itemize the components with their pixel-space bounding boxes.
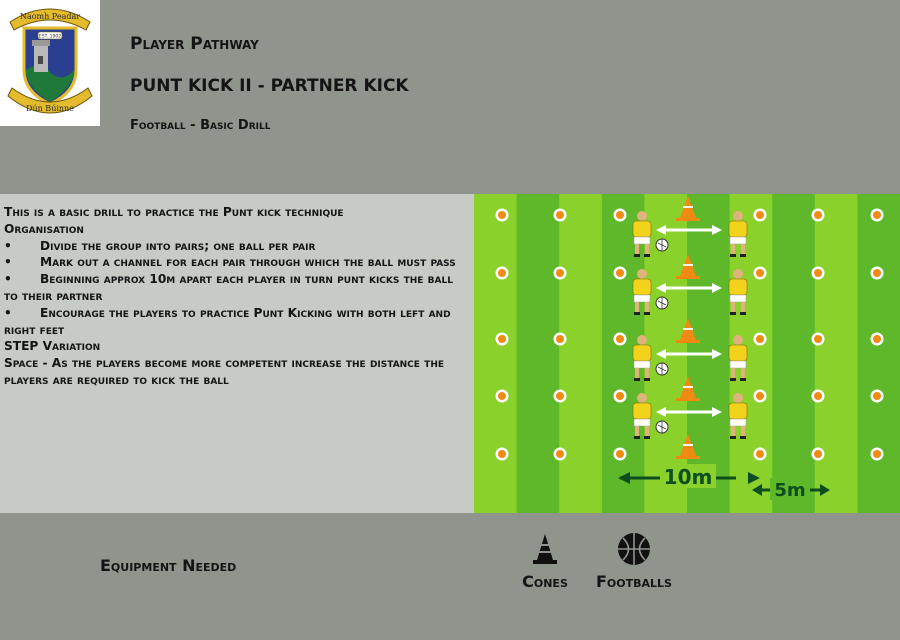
- bullet-item: •Encourage the players to practice Punt …: [4, 305, 451, 337]
- header: Player Pathway PUNT KICK II - PARTNER KI…: [130, 34, 409, 133]
- football-marker: [655, 238, 669, 252]
- football-icon: [618, 533, 650, 565]
- intro-text: This is a basic drill to practice the Pu…: [4, 205, 344, 219]
- step-heading: STEP Variation: [4, 339, 101, 354]
- player-figure: [728, 269, 748, 315]
- channel-cone: [676, 254, 700, 279]
- cone-marker-dot: [613, 389, 627, 403]
- cone-icon: [533, 534, 557, 564]
- player-pair: [632, 269, 748, 315]
- kick-arrow: [656, 283, 722, 293]
- cone-marker-dot: [870, 389, 884, 403]
- cones-label: Cones: [522, 572, 568, 591]
- cone-marker-dot: [811, 447, 825, 461]
- cone-marker-dot: [553, 266, 567, 280]
- organisation-heading: Organisation: [4, 221, 84, 236]
- player-figure: [728, 211, 748, 257]
- cone-marker-dot: [811, 389, 825, 403]
- club-crest-logo: Naomh Peadar EST. 1902 Dún Búinne: [0, 0, 100, 126]
- step-text: Space - As the players become more compe…: [4, 356, 445, 387]
- cone-marker-dot: [553, 332, 567, 346]
- cone-marker-dot: [553, 447, 567, 461]
- cone-marker-dot: [811, 332, 825, 346]
- player-figure: [728, 393, 748, 439]
- player-figure: [728, 335, 748, 381]
- equipment-label: Equipment Needed: [100, 556, 237, 575]
- page-title: PUNT KICK II - PARTNER KICK: [130, 76, 409, 96]
- football-marker: [655, 362, 669, 376]
- crest-est-text: EST. 1902: [39, 34, 61, 40]
- channel-cone: [676, 196, 700, 221]
- cone-marker-dot: [495, 389, 509, 403]
- equipment-footballs: Footballs: [584, 532, 684, 591]
- cone-marker-dot: [613, 332, 627, 346]
- cone-markers: [495, 196, 884, 461]
- cone-marker-dot: [753, 389, 767, 403]
- cone-marker-dot: [553, 208, 567, 222]
- distance-label-10m: 10m: [664, 465, 713, 489]
- cone-marker-dot: [870, 208, 884, 222]
- drill-pitch-diagram: 10m 5m: [474, 194, 900, 513]
- cone-marker-dot: [870, 332, 884, 346]
- crest-bottom-text: Dún Búinne: [26, 104, 74, 113]
- cone-marker-dot: [553, 389, 567, 403]
- football-marker: [655, 296, 669, 310]
- cone-marker-dot: [613, 447, 627, 461]
- player-pairs: [632, 211, 748, 439]
- channel-cone: [676, 318, 700, 343]
- cone-marker-dot: [811, 266, 825, 280]
- crest-top-text: Naomh Peadar: [20, 12, 80, 21]
- page-subtitle: Player Pathway: [130, 34, 259, 54]
- cone-marker-dot: [495, 208, 509, 222]
- equipment-cones: Cones: [510, 532, 580, 591]
- bullet-item: •Mark out a channel for each pair throug…: [4, 255, 456, 270]
- football-marker: [655, 420, 669, 434]
- player-figure: [632, 335, 652, 381]
- bullet-item: •Beginning approx 10m apart each player …: [4, 272, 453, 303]
- footballs-label: Footballs: [596, 572, 672, 591]
- grass-stripes: [474, 194, 900, 513]
- player-pair: [632, 335, 748, 381]
- player-figure: [632, 211, 652, 257]
- distance-marker-10m: 10m: [618, 464, 760, 489]
- cone-marker-dot: [753, 208, 767, 222]
- cone-marker-dot: [613, 266, 627, 280]
- channel-cone: [676, 434, 700, 459]
- cone-marker-dot: [495, 266, 509, 280]
- cone-marker-dot: [495, 447, 509, 461]
- kick-arrow: [656, 407, 722, 417]
- player-pair: [632, 393, 748, 439]
- kick-arrow: [656, 349, 722, 359]
- cone-marker-dot: [870, 447, 884, 461]
- distance-marker-5m: 5m: [752, 478, 830, 501]
- cone-marker-dot: [753, 332, 767, 346]
- player-pair: [632, 211, 748, 257]
- page-category: Football - Basic Drill: [130, 118, 271, 133]
- cone-marker-dot: [811, 208, 825, 222]
- cone-marker-dot: [613, 208, 627, 222]
- bullet-item: •Divide the group into pairs; one ball p…: [4, 238, 316, 253]
- player-figure: [632, 269, 652, 315]
- distance-label-5m: 5m: [774, 480, 805, 501]
- cone-marker-dot: [870, 266, 884, 280]
- kick-arrow: [656, 225, 722, 235]
- channel-cone: [676, 376, 700, 401]
- cone-marker-dot: [495, 332, 509, 346]
- cone-marker-dot: [753, 447, 767, 461]
- cone-marker-dot: [753, 266, 767, 280]
- crest-icon: Naomh Peadar EST. 1902 Dún Búinne: [7, 8, 93, 114]
- drill-description: This is a basic drill to practice the Pu…: [0, 194, 474, 513]
- player-figure: [632, 393, 652, 439]
